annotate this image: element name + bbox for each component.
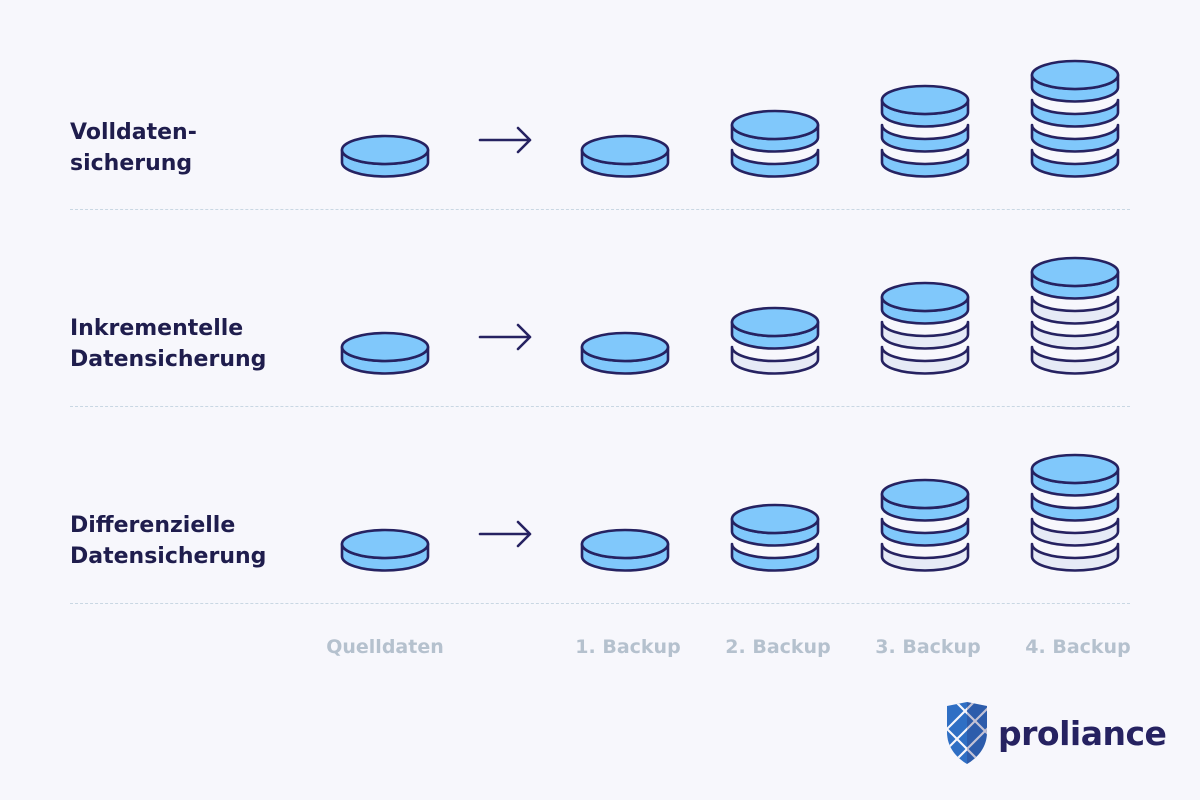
disk-layer-previous (1030, 517, 1120, 547)
proliance-logo: proliance (944, 700, 1167, 766)
source-disk (340, 134, 430, 178)
disk-top (880, 84, 970, 116)
label-line: Inkrementelle (70, 316, 244, 341)
arrow-right-icon (478, 126, 532, 154)
backup-stack-1 (580, 134, 670, 178)
disk-layer-new (1030, 492, 1120, 522)
label-line: Volldaten- (70, 120, 197, 145)
disk-layer-new (880, 123, 970, 153)
disk-top (730, 109, 820, 141)
disk-layer-previous (880, 345, 970, 375)
disk-top (580, 134, 670, 166)
backup-stack-2 (730, 503, 820, 572)
disk-layer-previous (730, 345, 820, 375)
row-label-differential-backup: Differenzielle Datensicherung (70, 510, 266, 572)
row-label-incremental-backup: Inkrementelle Datensicherung (70, 313, 266, 375)
arrow-right-icon (478, 323, 532, 351)
disk-top (730, 503, 820, 535)
disk-top (880, 478, 970, 510)
disk-top (1030, 59, 1120, 91)
backup-stack-3 (880, 281, 970, 375)
column-label-backup-2: 2. Backup (725, 636, 831, 658)
disk-top (1030, 256, 1120, 288)
disk-layer-new (1030, 123, 1120, 153)
disk-top (880, 281, 970, 313)
column-label-backup-4: 4. Backup (1025, 636, 1131, 658)
backup-stack-2 (730, 109, 820, 178)
disk-top (580, 528, 670, 560)
disk-top (730, 306, 820, 338)
row-divider (70, 406, 1130, 407)
disk-top (580, 331, 670, 363)
backup-stack-4 (1030, 453, 1120, 572)
label-line: Datensicherung (70, 347, 267, 372)
backup-stack-3 (880, 84, 970, 178)
shield-logo-icon (947, 702, 987, 764)
row-divider (70, 209, 1130, 210)
disk-layer-previous (1030, 542, 1120, 572)
disk-layer-new (1030, 148, 1120, 178)
logo-text: proliance (998, 713, 1167, 753)
label-line: sicherung (70, 151, 193, 176)
disk-layer-previous (1030, 295, 1120, 325)
disk-layer-new (880, 517, 970, 547)
backup-stack-1 (580, 528, 670, 572)
disk-layer-previous (880, 320, 970, 350)
disk-top (340, 528, 430, 560)
disk-layer-previous (880, 542, 970, 572)
disk-top (340, 134, 430, 166)
column-label-backup-1: 1. Backup (575, 636, 681, 658)
backup-stack-1 (580, 331, 670, 375)
row-label-full-backup: Volldaten- sicherung (70, 117, 197, 179)
source-disk (340, 331, 430, 375)
disk-layer-new (880, 148, 970, 178)
disk-layer-new (730, 148, 820, 178)
backup-stack-2 (730, 306, 820, 375)
backup-stack-4 (1030, 59, 1120, 178)
backup-stack-3 (880, 478, 970, 572)
row-divider (70, 603, 1130, 604)
backup-stack-4 (1030, 256, 1120, 375)
disk-layer-previous (1030, 345, 1120, 375)
column-label-backup-3: 3. Backup (875, 636, 981, 658)
disk-layer-previous (1030, 320, 1120, 350)
disk-top (340, 331, 430, 363)
label-line: Datensicherung (70, 544, 267, 569)
disk-layer-new (1030, 98, 1120, 128)
disk-top (1030, 453, 1120, 485)
arrow-right-icon (478, 520, 532, 548)
column-label-source: Quelldaten (326, 636, 444, 658)
label-line: Differenzielle (70, 513, 236, 538)
source-disk (340, 528, 430, 572)
disk-layer-new (730, 542, 820, 572)
